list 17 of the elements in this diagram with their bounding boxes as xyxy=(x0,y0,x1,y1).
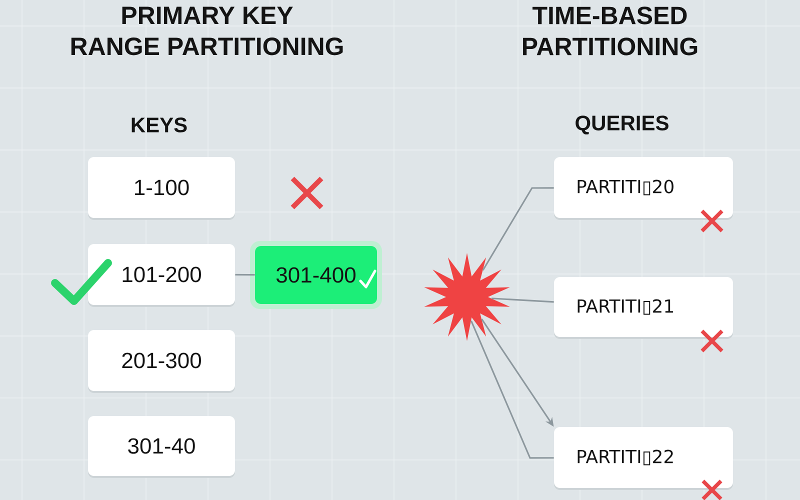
column-label: KEYS xyxy=(132,118,187,132)
partition-box: PARTITI▯20 xyxy=(554,157,733,220)
range-box: 1-100 xyxy=(88,157,235,220)
connector-line xyxy=(492,298,554,303)
column-label: QUERIES xyxy=(576,116,668,134)
starburst xyxy=(424,253,510,341)
connector-line xyxy=(235,274,255,276)
highlighted-range-box: 301-400 xyxy=(250,241,382,309)
range-box: 301-40 xyxy=(88,416,235,478)
heading: PRIMARY KEY RANGE PARTITIONING xyxy=(71,6,343,56)
heading: TIME-BASED PARTITIONING xyxy=(523,6,698,56)
partition-box: PARTITI▯21 xyxy=(554,277,733,339)
partition-box: PARTITI▯22 xyxy=(554,426,733,490)
range-box: 201-300 xyxy=(88,330,235,393)
range-box: 101-200 xyxy=(88,244,235,307)
connector-line xyxy=(482,187,554,271)
connector-line xyxy=(470,320,554,459)
